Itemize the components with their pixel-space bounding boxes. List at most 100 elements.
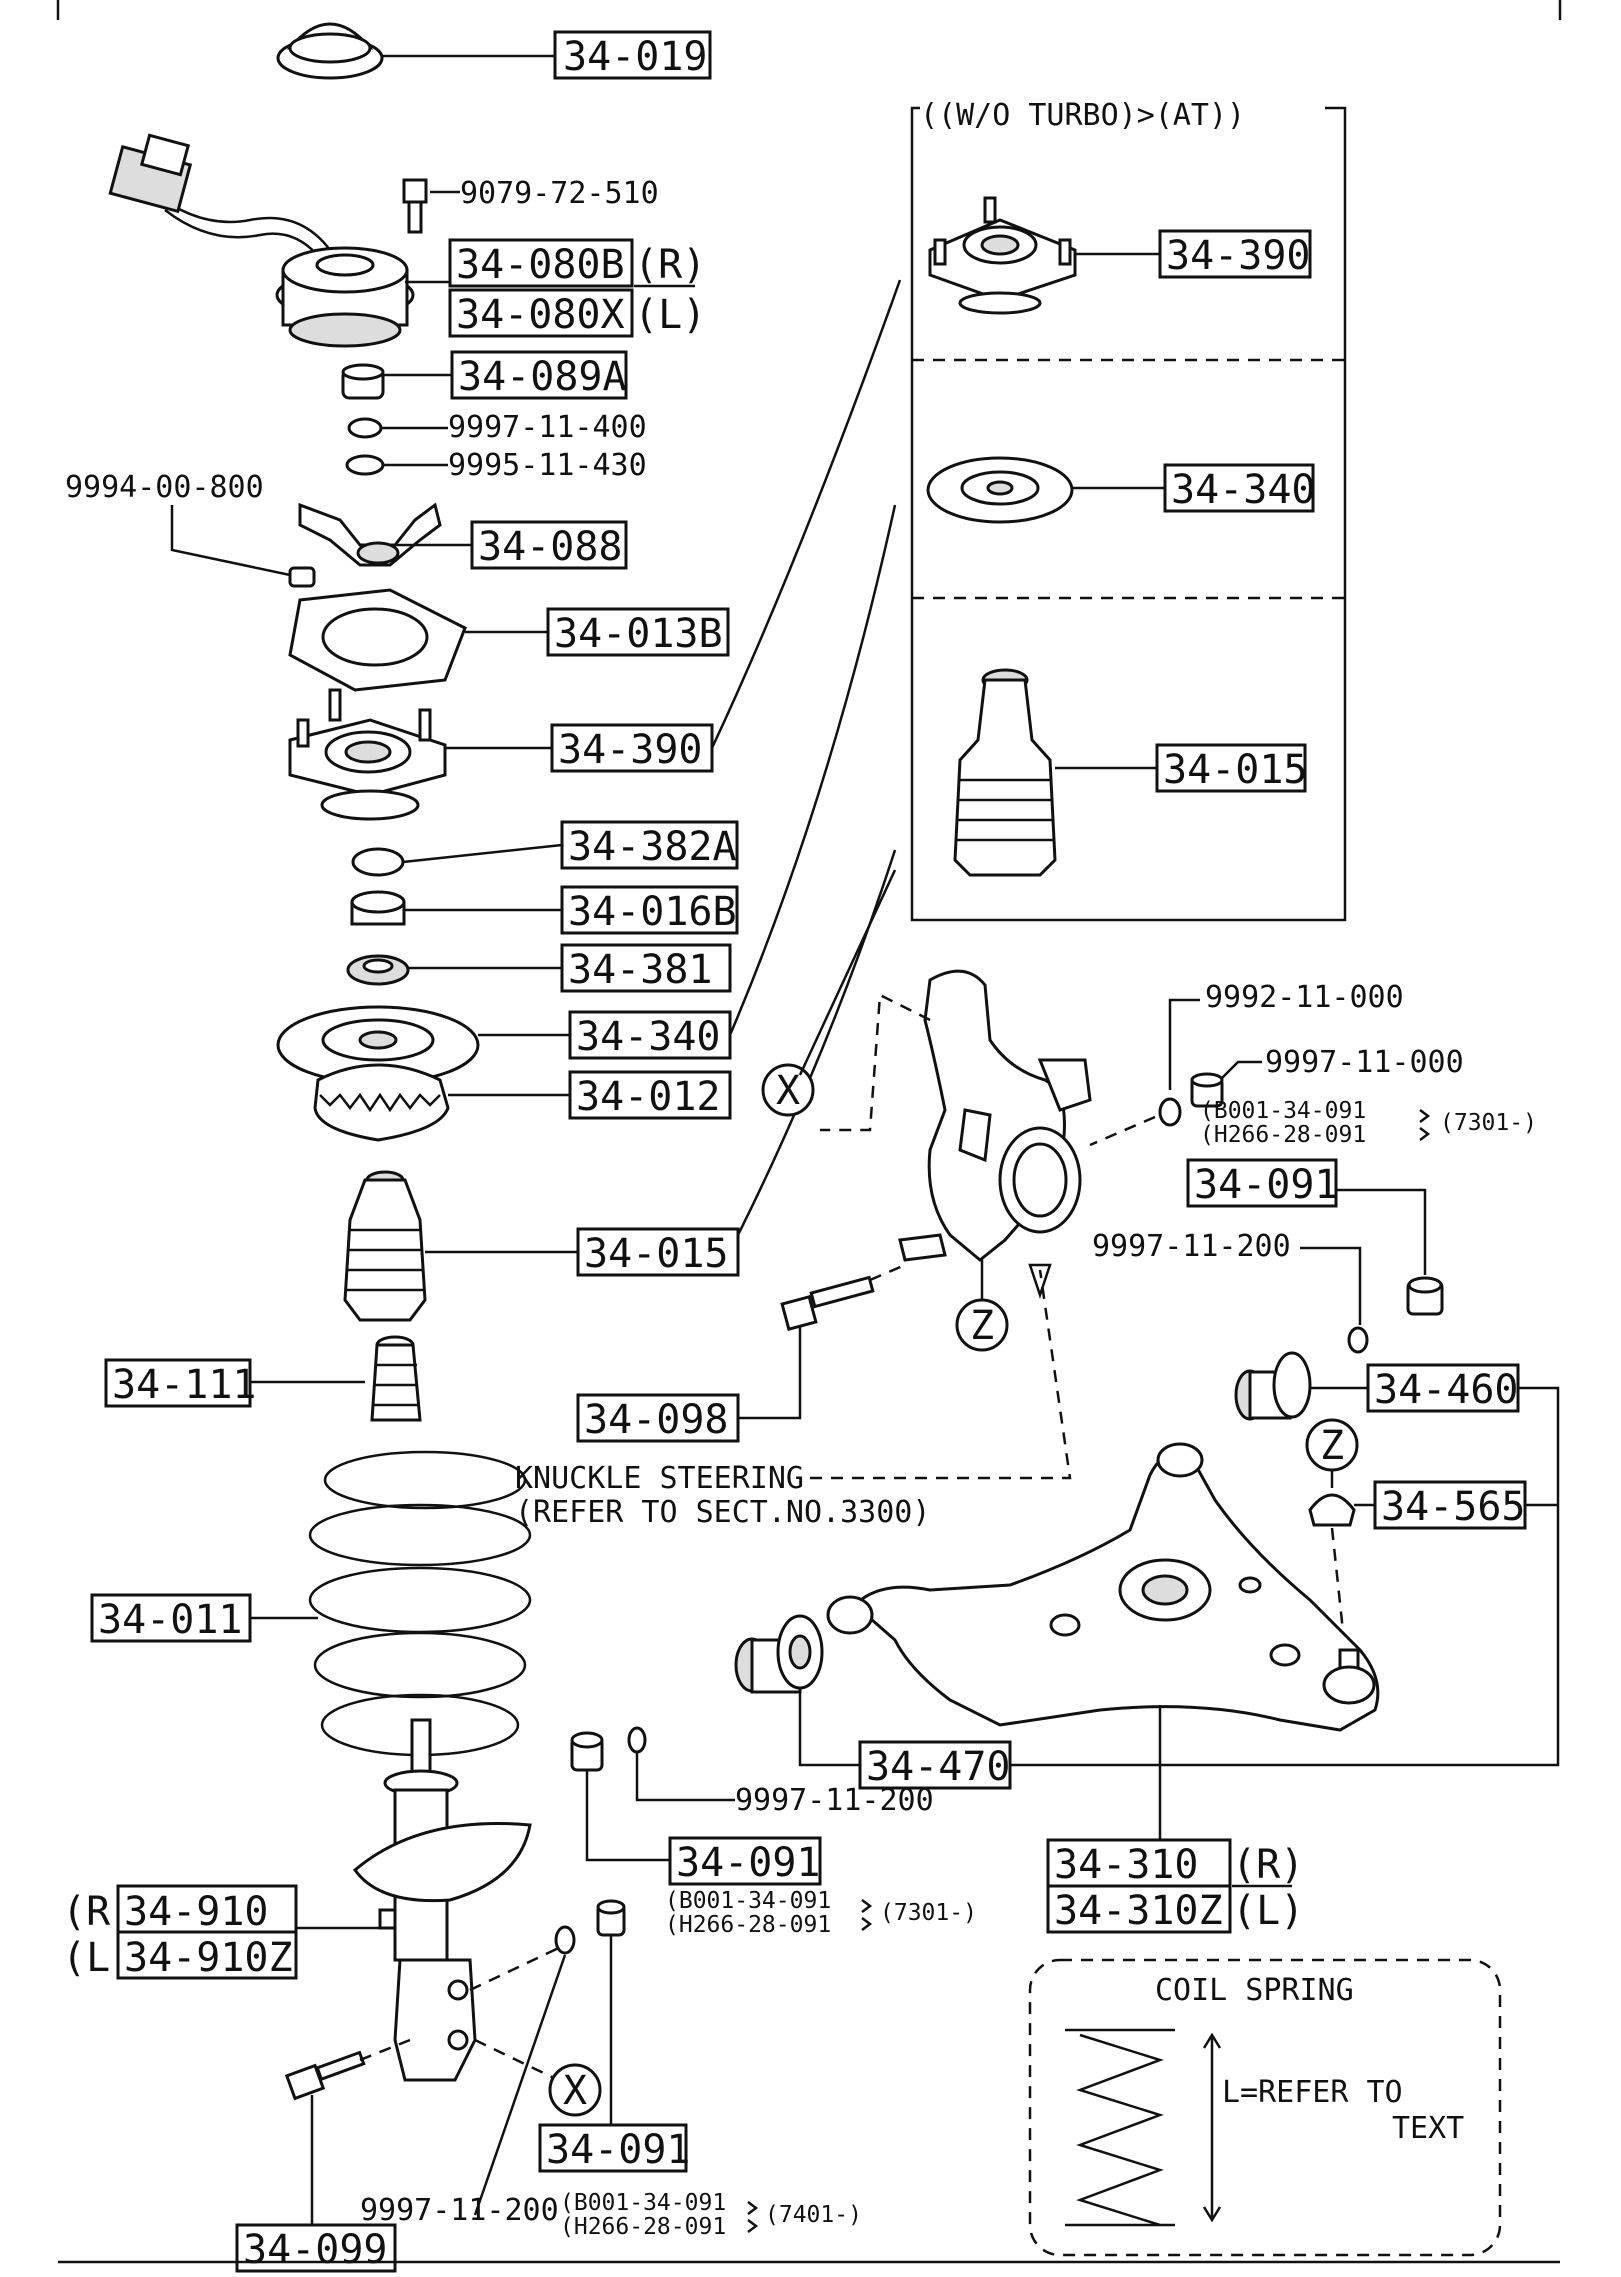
callout-34-099-box (235, 2223, 397, 2273)
coil-box-l-refer: L=REFER TO (1222, 2075, 1403, 2110)
callout-34-016b-box (560, 885, 739, 935)
callout-34-310-box (1046, 1838, 1232, 1888)
callout-34-099: 34-099 (243, 2227, 388, 2273)
callout-34-460: 34-460 (1374, 1367, 1519, 1413)
callout-9079-72-510: 9079-72-510 (460, 176, 659, 211)
nut-34-091-mid (570, 1731, 604, 1772)
coil-spring-note-box: COIL SPRING L=REFER TO TEXT (1028, 1958, 1502, 2257)
callout-34-012: 34-012 (576, 1074, 721, 1120)
callout-34-098: 34-098 (584, 1397, 729, 1443)
strut-cap (276, 22, 384, 80)
shock-absorber (352, 1718, 532, 2082)
callout-34-910z-box (116, 1930, 298, 1980)
callout-34-013b: 34-013B (554, 611, 723, 657)
sub-7301-b: (7301-) (880, 1900, 977, 1926)
callout-34-089a-box (450, 350, 628, 400)
callout-34-910z: 34-910Z (124, 1935, 293, 1981)
callout-r-1: (R) (634, 242, 706, 288)
bracket-34-088 (298, 502, 442, 567)
sub-7301-a: (7301-) (1440, 1110, 1537, 1136)
bushing-34-470 (734, 1614, 824, 1694)
callout-9994-00-800: 9994-00-800 (65, 470, 264, 505)
callout-34-019: 34-019 (563, 34, 708, 80)
nut-34-089a (341, 363, 385, 400)
callout-34-089a: 34-089A (458, 354, 627, 400)
inset-panel: ((W/O TURBO)>(AT)) 34-390 34-340 (910, 98, 1347, 922)
gasket-34-013b (288, 588, 467, 692)
inset-strut-mount (928, 196, 1077, 315)
inset-title: ((W/O TURBO)>(AT)) (920, 98, 1245, 133)
inset-34-390: 34-390 (1166, 233, 1311, 279)
sub-h266-c: (H266-28-091 (560, 2214, 726, 2240)
inset-34-390-box (1158, 229, 1312, 279)
callout-34-015: 34-015 (584, 1231, 729, 1277)
callout-9992-11-000: 9992-11-000 (1205, 980, 1404, 1015)
callout-34-091-c: 34-091 (546, 2127, 691, 2173)
callout-34-565-box (1373, 1480, 1527, 1530)
sub-b001-c: (B001-34-091 (560, 2190, 726, 2216)
ref-circle-z-knuckle (955, 1298, 1009, 1352)
spring-seat-34-340 (276, 1005, 480, 1085)
bearing-34-381 (346, 954, 410, 986)
dust-cover-34-565 (1308, 1493, 1356, 1527)
washer-9997-11-200-lower (554, 1925, 576, 1955)
steering-knuckle (898, 969, 1092, 1262)
sub-h266-b: (H266-28-091 (665, 1912, 831, 1938)
actuator-assembly (108, 133, 415, 348)
sub-h266-a: (H266-28-091 (1200, 1122, 1366, 1148)
callout-34-080b: 34-080B (456, 242, 625, 288)
bushing-34-016b (350, 890, 406, 926)
rubber-seat-34-012 (313, 1063, 450, 1142)
callout-34-091-a-box (1186, 1158, 1338, 1208)
washer-9997-11-200-mid (627, 1726, 647, 1754)
callout-34-011-box (90, 1593, 252, 1643)
callout-34-381-box (560, 943, 732, 993)
ref-z-joint: Z (1320, 1423, 1344, 1469)
nut-34-091-lower (596, 1899, 626, 1937)
callout-34-088: 34-088 (478, 524, 623, 570)
inset-dust-boot (953, 668, 1057, 877)
coil-spring-34-011 (308, 1450, 532, 1757)
callout-l-2: (L) (1232, 1888, 1304, 1934)
callout-34-091-b: 34-091 (676, 1840, 821, 1886)
bushing-34-460 (1234, 1351, 1312, 1421)
note-knuckle-line1: KNUCKLE STEERING (515, 1461, 804, 1496)
callout-34-310: 34-310 (1054, 1842, 1199, 1888)
callout-l-1: (L) (634, 292, 706, 338)
callout-34-382a: 34-382A (568, 824, 737, 870)
callout-34-470: 34-470 (866, 1744, 1011, 1790)
washer-34-382a (351, 847, 405, 877)
sub-7401-c: (7401-) (765, 2202, 862, 2228)
callout-34-340: 34-340 (576, 1014, 721, 1060)
callout-r-2: (R) (1232, 1842, 1304, 1888)
callout-9997-11-200-a: 9997-11-200 (1092, 1229, 1291, 1264)
bolt-9079 (402, 178, 428, 234)
callout-34-091-c-box (538, 2123, 688, 2173)
coil-box-text: TEXT (1392, 2111, 1464, 2146)
bolt-34-099 (284, 2050, 366, 2101)
inset-34-340: 34-340 (1171, 467, 1316, 513)
callout-9995-11-430: 9995-11-430 (448, 448, 647, 483)
ref-circle-x-upper (761, 1063, 815, 1117)
washer-9997-11-200-upper (1347, 1326, 1369, 1354)
callout-34-080b-box (448, 238, 634, 288)
ref-circle-x-lower (548, 2063, 602, 2117)
callout-34-015-box (576, 1227, 740, 1277)
callout-34-012-box (568, 1070, 732, 1120)
dust-boot-34-015 (343, 1170, 427, 1322)
callout-34-019-box (553, 30, 712, 80)
ref-x-lower: X (563, 2068, 587, 2114)
lower-control-arm (826, 1442, 1380, 1732)
callout-34-310z: 34-310Z (1054, 1888, 1223, 1934)
callout-34-310z-box (1046, 1884, 1232, 1934)
inset-34-340-box (1163, 463, 1315, 513)
bump-stop-34-111 (370, 1335, 422, 1422)
callout-34-381: 34-381 (568, 947, 713, 993)
ref-z-knuckle: Z (970, 1303, 994, 1349)
coil-box-title: COIL SPRING (1155, 1973, 1354, 2008)
inset-34-015-box (1155, 743, 1307, 793)
callout-34-080x: 34-080X (456, 292, 625, 338)
callout-34-565: 34-565 (1381, 1484, 1526, 1530)
callout-34-016b: 34-016B (568, 889, 737, 935)
